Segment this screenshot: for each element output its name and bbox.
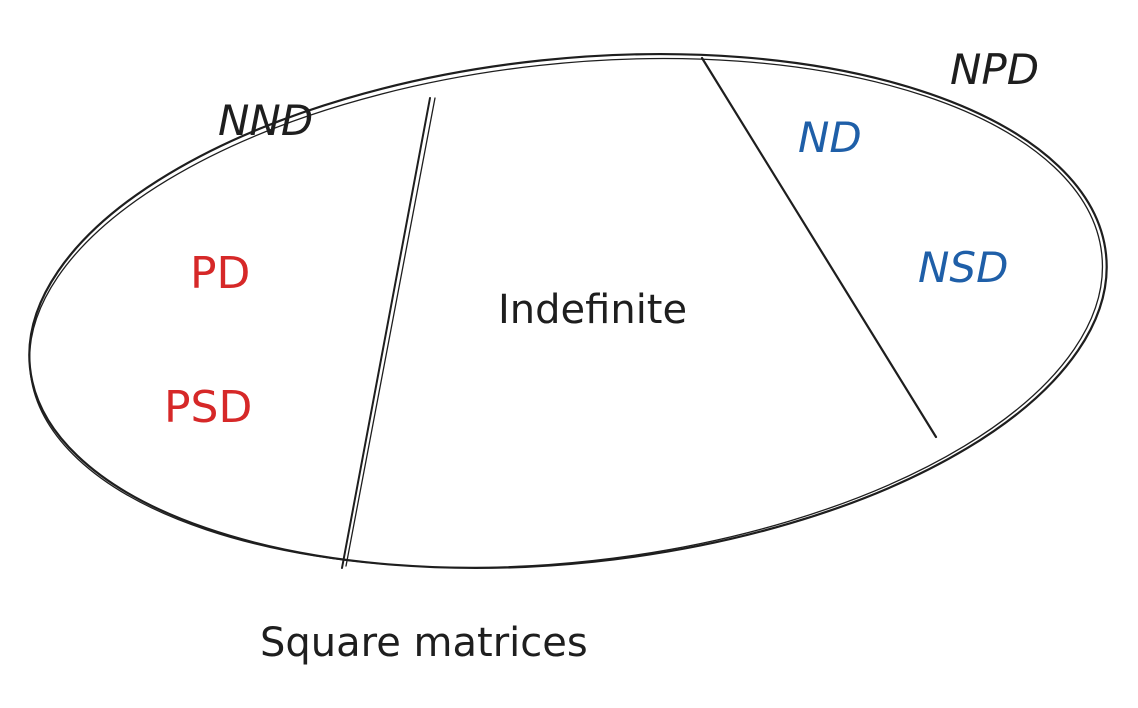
npd-label: NPD [950,45,1039,94]
psd-label: PSD [164,382,252,433]
nnd-label: NND [218,96,313,145]
nd-label: ND [798,113,862,162]
left-divider-line [341,97,436,569]
square-matrices-ellipse [28,52,1108,570]
indefinite-label: Indefinite [498,287,687,333]
caption-label: Square matrices [260,620,588,666]
right-divider-line [700,56,938,439]
nsd-label: NSD [918,243,1008,292]
pd-label: PD [190,248,250,299]
